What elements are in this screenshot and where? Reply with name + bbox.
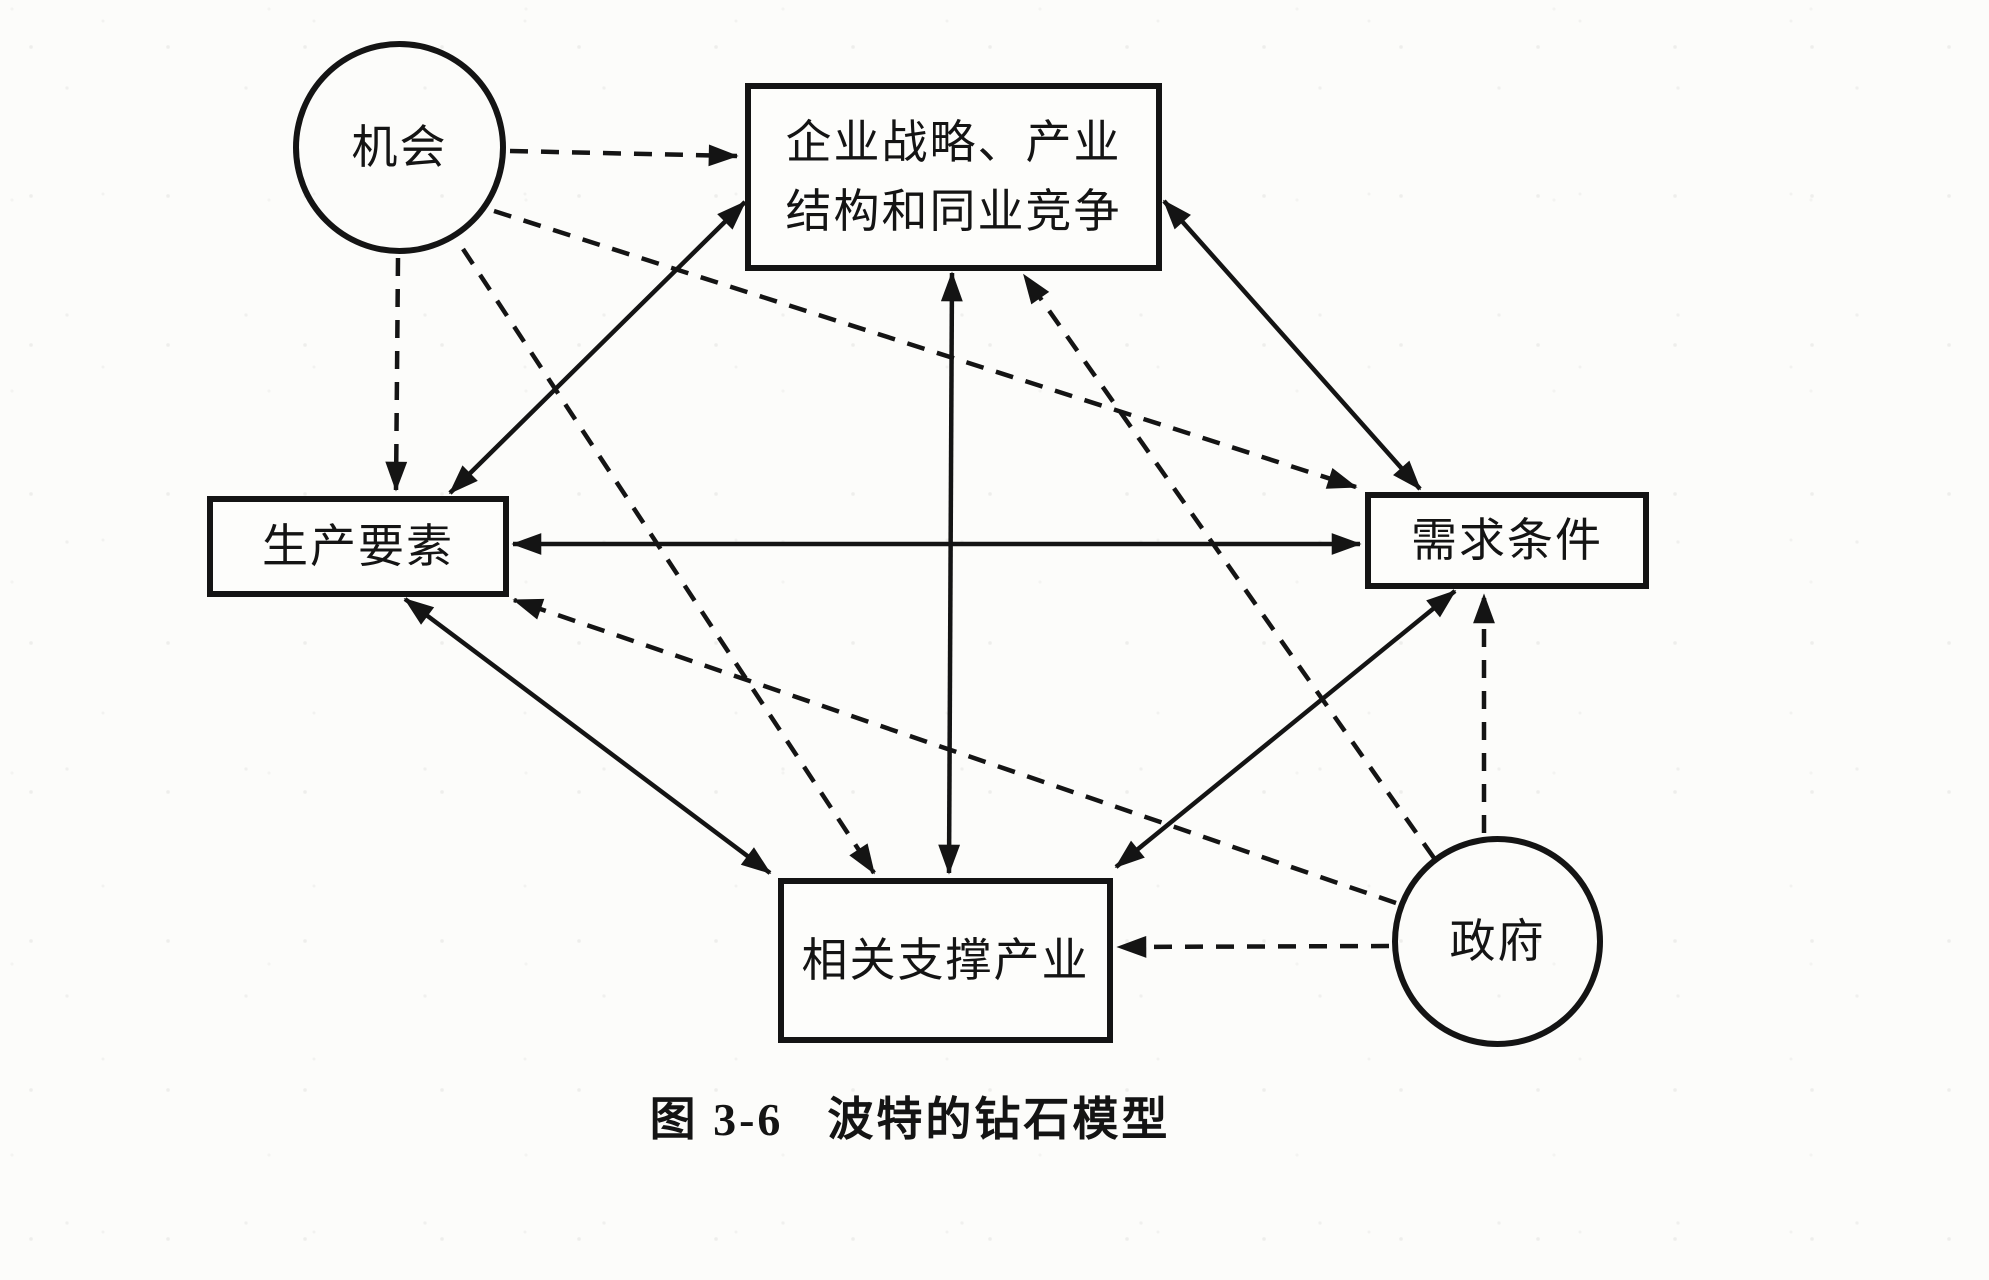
edge-chance-demand bbox=[493, 208, 1358, 490]
node-chance-circle: 机会 bbox=[293, 41, 506, 254]
node-related-label: 相关支撑产业 bbox=[801, 935, 1090, 986]
edge-government-factors bbox=[512, 597, 1397, 906]
node-chance-label: 机会 bbox=[351, 122, 448, 173]
edge-demand-related bbox=[1114, 589, 1457, 869]
edge-chance-factors bbox=[385, 257, 408, 492]
edge-government-strategy bbox=[1022, 273, 1436, 860]
edge-strategy-related bbox=[938, 271, 963, 875]
figure-caption-number: 图 3-6 bbox=[649, 1094, 784, 1145]
edge-chance-strategy bbox=[509, 144, 739, 167]
figure-caption-title: 波特的钻石模型 bbox=[827, 1094, 1171, 1145]
node-strategy-label-line2: 结构和同业竞争 bbox=[785, 186, 1122, 237]
edge-government-related bbox=[1116, 935, 1390, 958]
node-related-box: 相关支撑产业 bbox=[778, 878, 1113, 1043]
node-factors-box: 生产要素 bbox=[207, 496, 509, 597]
node-strategy-box: 企业战略、产业 结构和同业竞争 bbox=[745, 83, 1162, 271]
node-strategy-label: 企业战略、产业 结构和同业竞争 bbox=[786, 108, 1122, 246]
node-strategy-label-line1: 企业战略、产业 bbox=[785, 117, 1122, 168]
node-government-label: 政府 bbox=[1449, 916, 1546, 967]
edge-strategy-factors bbox=[448, 200, 747, 495]
edge-strategy-demand bbox=[1162, 199, 1422, 491]
edge-factors-related bbox=[403, 597, 772, 875]
node-demand-label: 需求条件 bbox=[1411, 515, 1603, 566]
node-government-circle: 政府 bbox=[1392, 836, 1603, 1047]
node-factors-label: 生产要素 bbox=[262, 521, 454, 572]
node-demand-box: 需求条件 bbox=[1365, 492, 1649, 589]
figure-caption: 图 3-6 波特的钻石模型 bbox=[500, 1083, 1320, 1149]
edge-chance-related bbox=[461, 247, 876, 875]
